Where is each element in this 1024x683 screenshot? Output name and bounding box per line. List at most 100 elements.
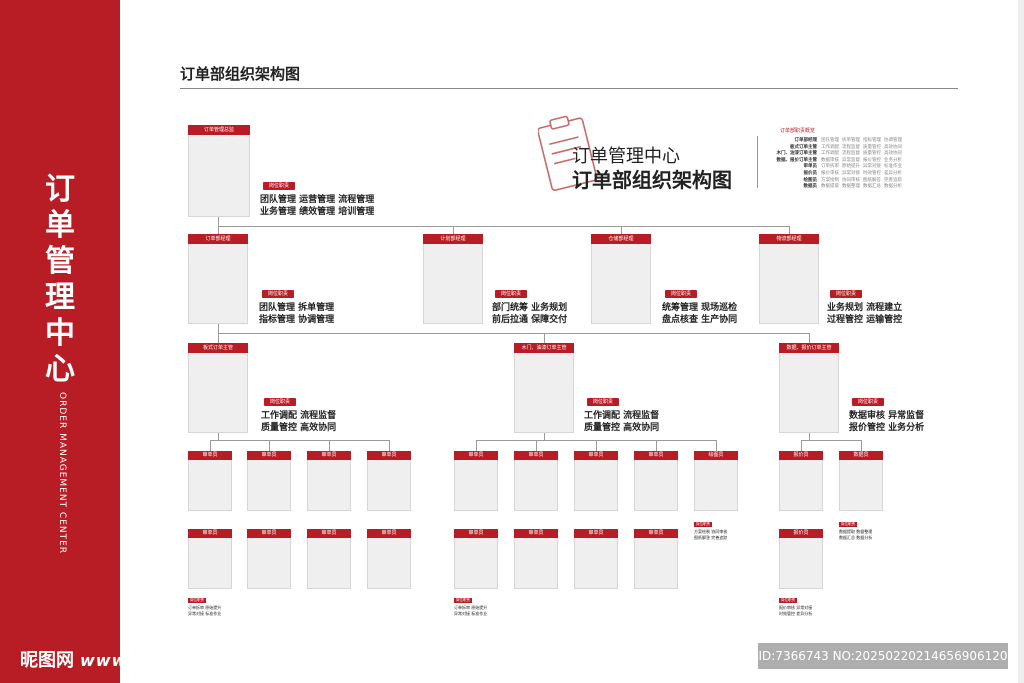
sidebar-title-char: 理 [45,280,75,315]
responsibility-row: 木门、油漆订单主管工作调配流程监督质量管控高效协同 [760,150,905,156]
duty-line: 指标管理 协调管理 [259,315,335,325]
responsibility-duty: 质量管控 [863,144,881,150]
position-title: 审单员 [454,451,498,460]
center-subtitle: 订单部组织架构图 [572,168,732,192]
position-card: 审单员 [454,451,498,511]
position-card: 数据、报价订单主管 [779,343,839,433]
duty-line: 异常对接 标准作业 [454,611,488,616]
duty-badge: 岗位职责 [665,290,697,298]
responsibility-duty: 工作调配 [821,144,839,150]
connector-line [809,333,810,343]
duty-line: 工作调配 流程监督 [584,411,660,421]
duty-text-small: 订单拆审 原始提升异常对接 标准作业 [454,605,487,617]
connector-line [218,333,219,343]
duty-line: 盘点核查 生产协同 [662,315,738,325]
position-title: 审单员 [188,529,232,538]
position-title: 数据员 [839,451,883,460]
responsibility-row: 审单员订单拆审原始提升异常对接标准作业 [760,163,905,169]
responsibility-duty: 完善追踪 [884,177,902,183]
connector-line [210,440,211,451]
responsibility-row: 报价员报价审核异常对接时效管控差异分析 [760,170,905,176]
responsibility-duty: 异常对接 [863,164,881,170]
responsibility-duty: 团队管理 [821,138,839,143]
responsibility-duty: 数据审核 [821,157,839,163]
watermark-id: ID:7366743 NO:20250220214656906120 [758,643,1008,669]
position-card: 审单员 [634,529,678,589]
sidebar-title-char: 管 [45,244,75,279]
responsibility-duty: 报价管控 [863,157,881,163]
responsibility-duty: 指标管理 [863,138,881,143]
position-card: 审单员 [188,529,232,589]
position-card: 审单员 [367,451,411,511]
position-card: 仓储部经理 [591,234,651,324]
duty-text: 部门统筹 业务规划前后拉通 保障交付 [492,302,567,326]
position-card: 订单管理总监 [188,125,250,217]
position-title: 审单员 [574,451,618,460]
duty-text-small: 报价审核 异常对接时效管控 差异分析 [779,605,812,617]
connector-line [544,433,545,441]
duty-text: 业务规划 流程建立过程管控 运输管控 [827,302,902,326]
duty-line: 报价审核 异常对接 [779,605,813,610]
connector-line [210,440,390,441]
responsibility-duty: 数据提取 [821,184,839,190]
duty-line: 团队管理 运营管理 流程管理 [260,195,375,205]
duty-badge: 岗位职责 [495,290,527,298]
responsibility-duty: 标准作业 [884,164,902,170]
position-title: 数据、报价订单主管 [779,343,839,353]
sidebar-title-char: 单 [45,208,75,243]
sidebar-subtitle: ORDER MANAGEMENT CENTER [57,392,67,555]
position-title: 审单员 [514,451,558,460]
duty-line: 方案绘制 协同审核 [694,529,728,534]
duty-text-small: 数据提取 数据整理数据汇总 数据分析 [839,529,872,541]
connector-line [218,226,219,234]
responsibility-duty: 原始提升 [842,164,860,170]
position-card: 审单员 [307,451,351,511]
position-title: 报价员 [779,451,823,460]
position-title: 订单部经理 [188,234,248,244]
responsibility-row: 数据员数据提取数据整理数据汇总数据分析 [760,183,905,189]
position-card: 审单员 [574,529,618,589]
responsibility-duty: 报价审核 [821,171,839,176]
duty-text: 工作调配 流程监督质量管控 高效协同 [584,410,659,434]
responsibility-duty: 工作调配 [821,151,839,157]
responsibility-divider [757,136,758,188]
connector-line [716,440,717,451]
duty-line: 数据提取 数据整理 [839,529,873,534]
position-title: 审单员 [454,529,498,538]
duty-line: 质量管控 高效协同 [261,423,337,433]
responsibility-duty: 业务分析 [884,157,902,163]
responsibility-duty: 拆单管理 [842,138,860,143]
connector-line [218,433,219,441]
sidebar-title: 订单管理中心 [40,172,80,388]
position-card: 数据员 [839,451,883,511]
responsibility-duty: 高效协同 [884,144,902,150]
connector-line [656,440,657,451]
position-card: 计划部经理 [423,234,483,324]
position-title: 审单员 [307,451,351,460]
responsibility-row: 绘图员方案绘制协同审核图纸解答完善追踪 [760,177,905,183]
connector-line [269,440,270,451]
position-title: 计划部经理 [423,234,483,244]
position-card: 木门、油漆订单主管 [514,343,574,433]
duty-line: 业务规划 流程建立 [827,303,903,313]
duty-line: 订单拆审 原始提升 [188,605,222,610]
position-card: 审单员 [514,451,558,511]
responsibility-role: 数据员 [803,184,818,190]
sidebar-title-char: 中 [45,316,75,351]
duty-text: 数据审核 异常监督报价管控 业务分析 [849,410,924,434]
title-divider [180,88,958,89]
duty-text: 工作调配 流程监督质量管控 高效协同 [261,410,336,434]
duty-line: 时效管控 差异分析 [779,611,813,616]
connector-line [389,440,390,451]
duty-line: 过程管控 运输管控 [827,315,903,325]
responsibility-duty: 数据分析 [884,184,902,190]
position-card: 审单员 [454,529,498,589]
duty-badge: 岗位职责 [852,398,884,406]
responsibility-duty: 高效协同 [884,151,902,157]
duty-line: 团队管理 拆单管理 [259,303,335,313]
position-title: 审单员 [634,529,678,538]
clipboard-icon [538,115,598,191]
responsibility-duty: 方案绘制 [821,177,839,183]
responsibility-role: 木门、油漆订单主管 [776,151,818,157]
